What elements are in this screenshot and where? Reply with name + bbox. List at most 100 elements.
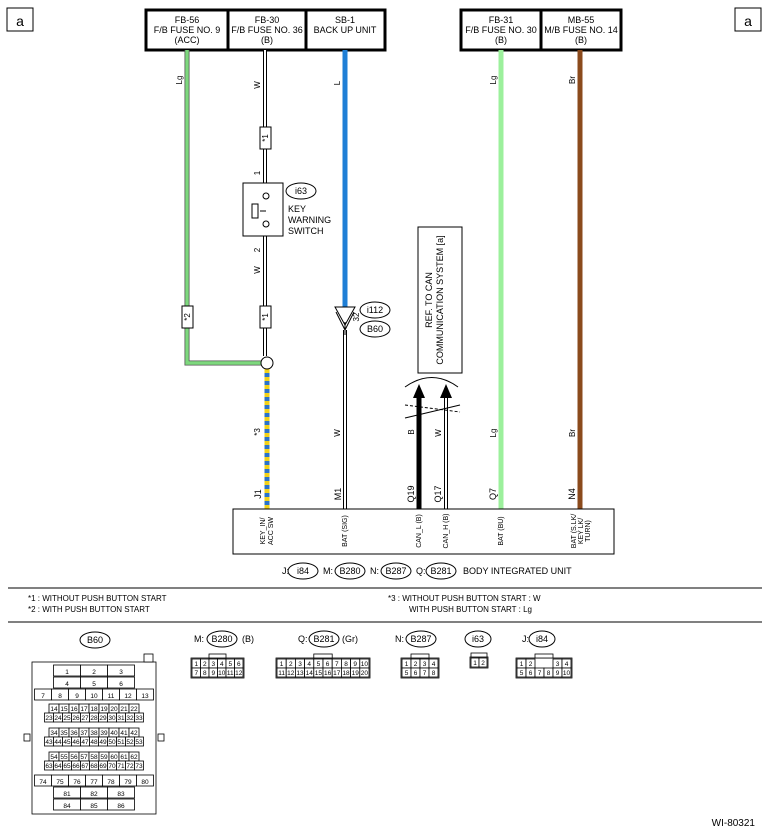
connector-pin-number: 44 xyxy=(54,739,62,746)
connector-pin-number: 56 xyxy=(70,754,78,761)
connector-pin-number: 30 xyxy=(108,715,116,722)
b60-face-label: B60 xyxy=(87,635,103,645)
svg-text:(B): (B) xyxy=(261,35,273,45)
connector-pin-number: 10 xyxy=(563,670,571,677)
ref-b60: B60 xyxy=(367,324,383,334)
svg-text:(ACC): (ACC) xyxy=(175,35,200,45)
svg-text:MB-55: MB-55 xyxy=(568,15,595,25)
connector-pin-number: 15 xyxy=(315,670,323,677)
connector-pin-number: 82 xyxy=(90,791,98,798)
can-bracket xyxy=(404,377,459,388)
svg-text:FB-30: FB-30 xyxy=(255,15,280,25)
connector-pin-cell xyxy=(107,786,135,799)
connector-pin-number: 3 xyxy=(119,669,123,676)
svg-text:KEY_IN/: KEY_IN/ xyxy=(260,518,267,545)
connector-pin-number: 5 xyxy=(317,661,321,668)
connector-pin-number: 80 xyxy=(141,779,149,786)
svg-text:TURN): TURN) xyxy=(585,520,592,542)
svg-text:BAT (BU): BAT (BU) xyxy=(498,516,505,545)
connector-pin-number: 11 xyxy=(108,693,115,700)
connector-pin-number: 33 xyxy=(135,715,143,722)
connector-pin-number: 55 xyxy=(60,754,68,761)
connector-pin-number: 9 xyxy=(211,670,215,677)
connector-pin-number: 66 xyxy=(72,763,80,770)
connector-pin-number: 5 xyxy=(228,661,232,668)
connector-pin-number: 29 xyxy=(99,715,107,722)
pin-q17: Q17 xyxy=(433,485,443,502)
note-3a: *3 : WITHOUT PUSH BUTTON START : W xyxy=(388,594,541,603)
connector-pin-number: 21 xyxy=(120,706,128,713)
ref-badge-b60 xyxy=(359,320,391,338)
connector-pin-number: 14 xyxy=(306,670,314,677)
connector-pin-number: 68 xyxy=(90,763,98,770)
connector-pin-number: 1 xyxy=(65,669,69,676)
fuse-fb30: FB-30 F/B FUSE NO. 36 (B) xyxy=(231,15,303,45)
svg-text:M:: M: xyxy=(323,566,333,576)
connector-pin-number: 7 xyxy=(423,670,427,677)
connector-pin-number: 26 xyxy=(72,715,80,722)
connector-pin-number: 79 xyxy=(124,779,132,786)
pin-q19: Q19 xyxy=(406,485,416,502)
connector-pin-cell xyxy=(107,664,135,677)
switch-label-1: KEY xyxy=(288,204,306,214)
connector-pin-number: 3 xyxy=(556,661,560,668)
svg-text:F/B FUSE NO. 9: F/B FUSE NO. 9 xyxy=(154,25,221,35)
svg-text:i84: i84 xyxy=(297,566,309,576)
corner-label-left: a xyxy=(16,13,24,29)
svg-text:KEY LK/: KEY LK/ xyxy=(578,518,585,544)
b281-label: B281 xyxy=(313,634,334,644)
connector-pin-number: 2 xyxy=(203,661,207,668)
connector-pin-number: 11 xyxy=(227,670,234,677)
fuse-fb31: FB-31 F/B FUSE NO. 30 (B) xyxy=(465,15,537,45)
connector-pin-number: 4 xyxy=(565,661,569,668)
b281-suffix: (Gr) xyxy=(342,634,358,644)
wire-label-br-2: Br xyxy=(568,429,577,437)
connector-pin-number: 43 xyxy=(45,739,53,746)
connector-pin-number: 14 xyxy=(50,706,58,713)
inline-connector-b60: 32 xyxy=(334,306,361,335)
svg-text:M/B FUSE NO. 14: M/B FUSE NO. 14 xyxy=(544,25,618,35)
connector-pin-number: 7 xyxy=(335,661,339,668)
svg-text:*1: *1 xyxy=(261,313,270,321)
note-3b: WITH PUSH BUTTON START : Lg xyxy=(409,605,532,614)
note-tag-2: *2 xyxy=(181,305,194,329)
note-1: *1 : WITHOUT PUSH BUTTON START xyxy=(28,594,167,603)
b287-label: B287 xyxy=(410,634,431,644)
b287-label-badge xyxy=(405,630,437,648)
connector-pin-number: 72 xyxy=(126,763,134,770)
connector-pin-number: 1 xyxy=(473,660,477,667)
connector-pin-number: 3 xyxy=(211,661,215,668)
svg-text:F/B FUSE NO. 30: F/B FUSE NO. 30 xyxy=(465,25,537,35)
connector-pin-cell xyxy=(134,712,144,723)
note-2: *2 : WITH PUSH BUTTON START xyxy=(28,605,150,614)
switch-pin-bottom: 2 xyxy=(253,247,262,252)
connector-pin-number: 45 xyxy=(63,739,71,746)
b281-label-badge xyxy=(308,630,340,648)
connector-pin-number: 51 xyxy=(117,739,125,746)
svg-text:F/B FUSE NO. 36: F/B FUSE NO. 36 xyxy=(231,25,303,35)
connector-pin-number: 6 xyxy=(326,661,330,668)
i63-label: i63 xyxy=(472,634,484,644)
svg-text:B287: B287 xyxy=(385,566,406,576)
connector-pin-number: 4 xyxy=(65,681,69,688)
fuse-mb55: MB-55 M/B FUSE NO. 14 (B) xyxy=(544,15,618,45)
fuse-fb56: FB-56 F/B FUSE NO. 9 (ACC) xyxy=(154,15,221,45)
connector-pin-number: 11 xyxy=(278,670,285,677)
connector-pin-number: 2 xyxy=(92,669,96,676)
connector-pin-number: 9 xyxy=(353,661,357,668)
connector-pin-number: 17 xyxy=(80,706,88,713)
i84-label: i84 xyxy=(536,634,548,644)
corner-marker-left xyxy=(6,7,34,32)
b281-prefix: Q: xyxy=(298,634,308,644)
corner-label-right: a xyxy=(744,13,752,29)
svg-text:BAT (S.LK/: BAT (S.LK/ xyxy=(571,514,578,548)
connector-pin-cell xyxy=(107,676,135,689)
wire-fb56-lg xyxy=(184,50,265,366)
connector-pin-number: 19 xyxy=(352,670,360,677)
connector-pin-number: 25 xyxy=(63,715,71,722)
